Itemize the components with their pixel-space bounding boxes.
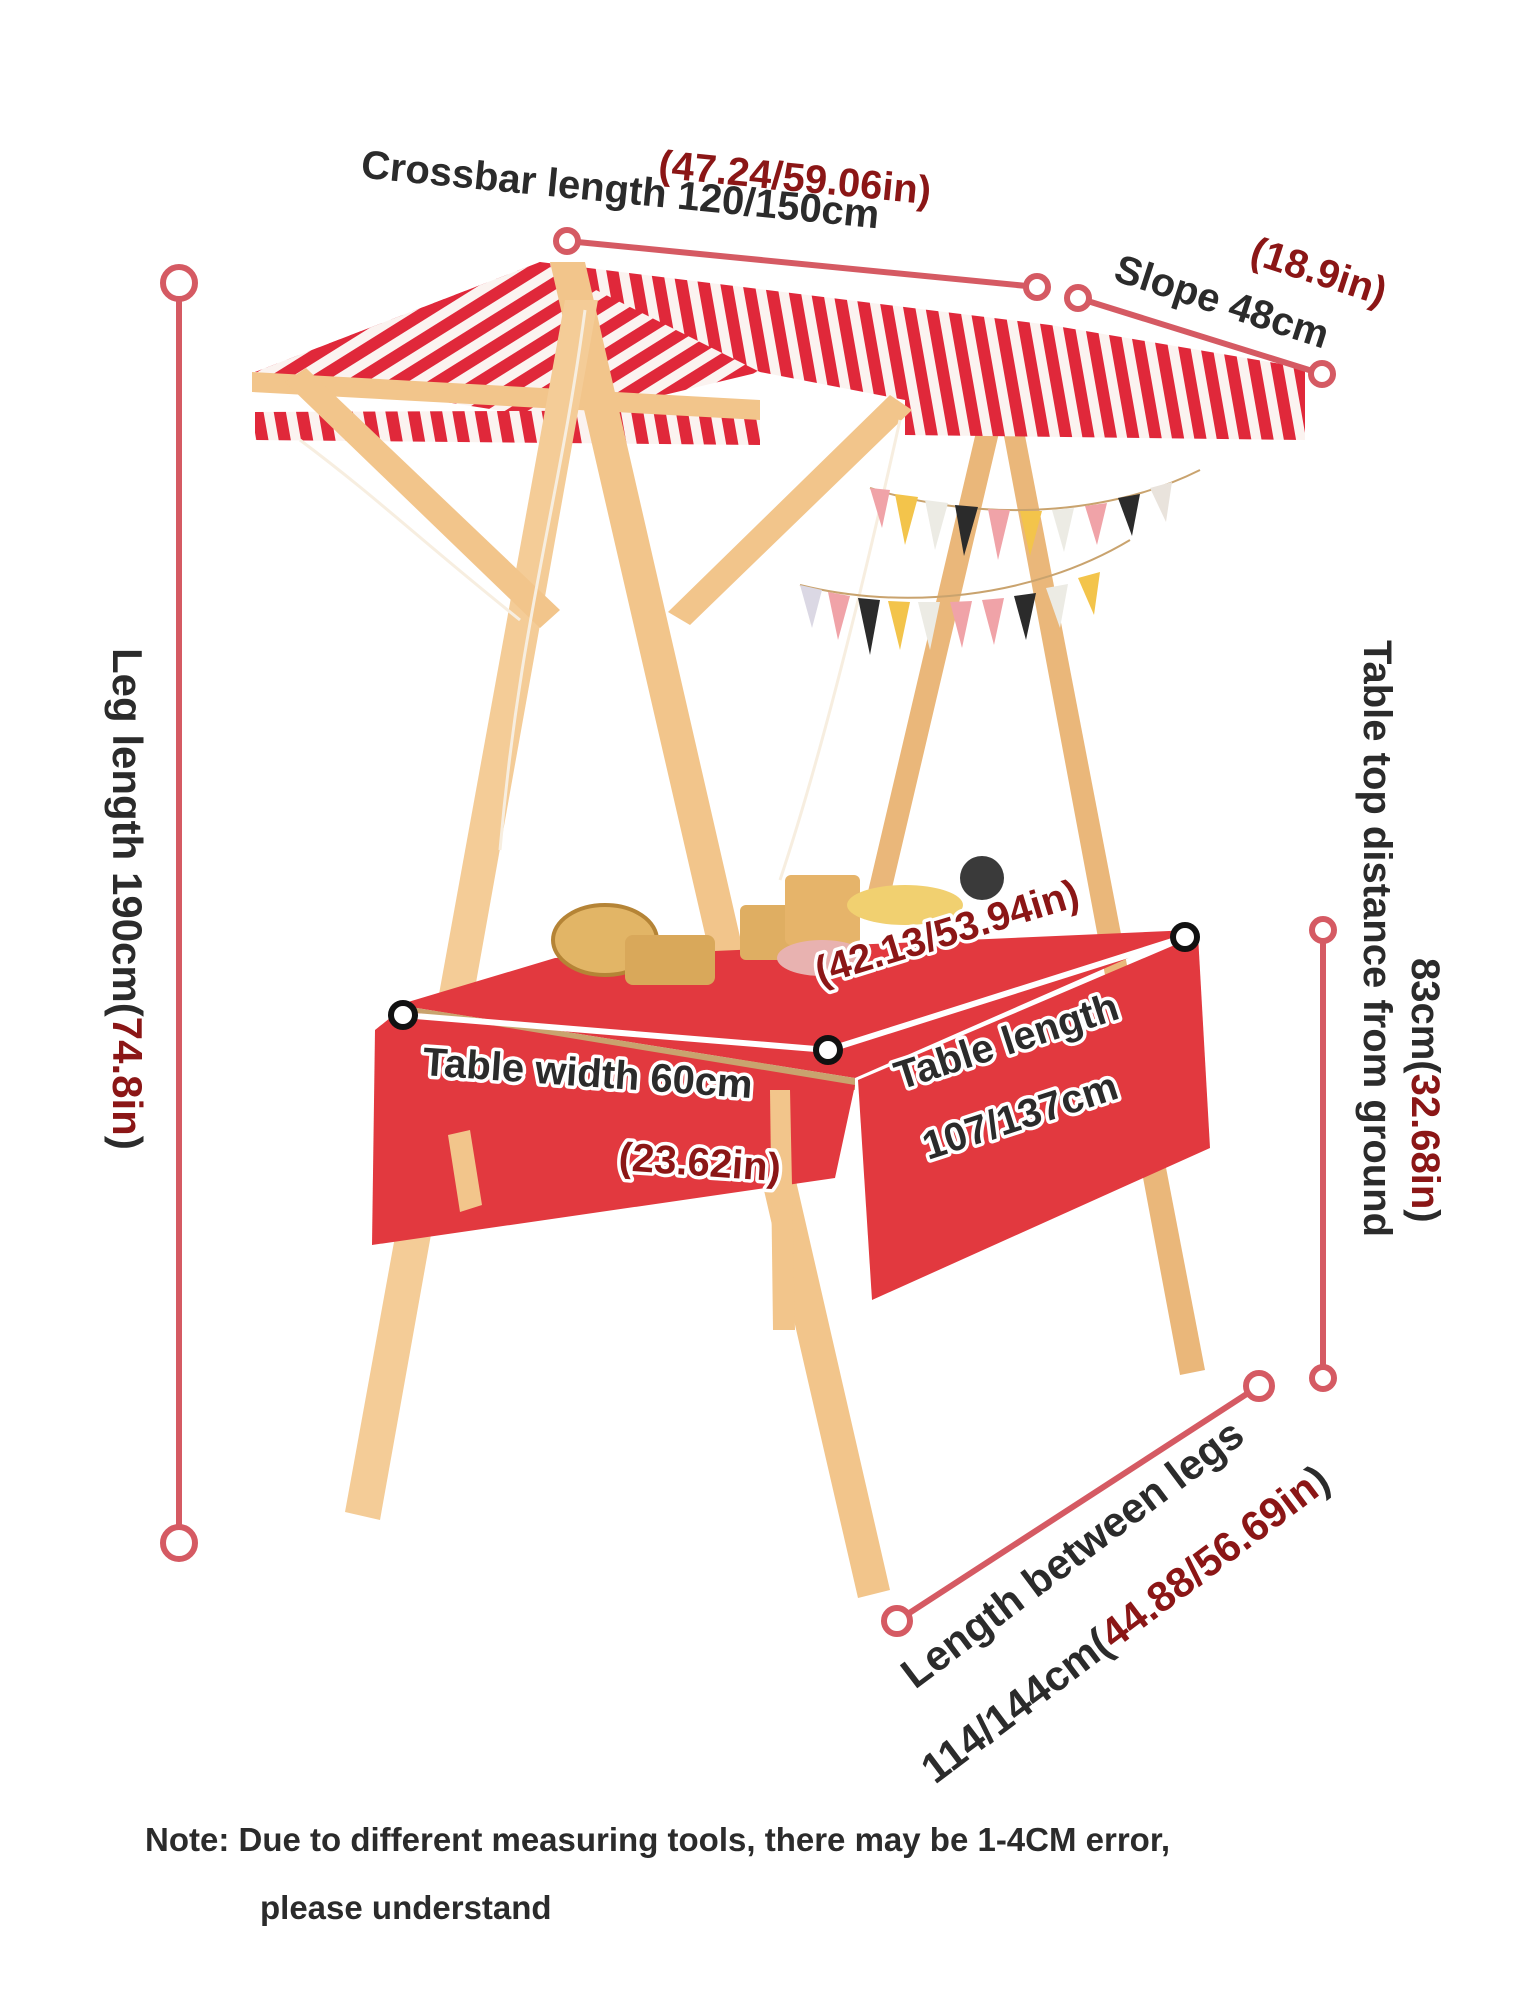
bunting-flags [799,469,1201,655]
measurement-lines [160,227,1337,1637]
measurement-note: Note: Due to different measuring tools, … [145,1815,1445,1933]
brace-right [668,395,912,625]
table-measure-lines [388,922,1200,1065]
note-line-2: please understand [260,1889,552,1926]
table-height-value-label: 83cm(32.68in) [1403,958,1447,1223]
table-height-inch: 32.68in [1403,1074,1447,1210]
awning-beam [252,372,760,420]
leg-measure-end [160,1524,198,1562]
stall-illustration [252,262,1305,1598]
lower-brace [448,1130,482,1212]
legs-between-measure-line [895,1383,1261,1624]
front-leg-back [550,262,890,1598]
crossbar-measure-start [553,227,581,255]
slope-label: (18.9in) Slope 48cm [1109,229,1392,357]
legs-between-label: Length between legs 114/144cm(44.88/56.6… [892,1410,1338,1793]
crossbar-measure-line [566,238,1038,290]
leg-measure-start [160,264,198,302]
table-height-measure-start [1309,916,1337,944]
legs-between-measure-start [881,1605,913,1637]
table-height-measure-end [1309,1364,1337,1392]
leg-length-text: Leg length 190cm( [104,648,151,1017]
awning-right-valance [905,362,1305,440]
table-width-measure-start [388,1000,418,1030]
back-leg-left [866,415,1002,905]
slope-measure-line [1077,295,1323,377]
leg-length-label: Leg length 190cm(74.8in) [104,648,151,1150]
legs-between-measure-end [1243,1370,1275,1402]
food-items [551,856,1004,985]
note-line-1: Note: Due to different measuring tools, … [145,1821,1171,1858]
leg-length-close: ) [104,1136,151,1150]
table-height-close: ) [1403,1209,1447,1222]
front-leg-front [345,300,598,1520]
brace-left [285,368,560,628]
table-skirt-right [858,935,1210,1300]
rear-support-leg [770,1090,795,1330]
slope-measure-end [1308,360,1336,388]
awning-front-valance [255,410,760,445]
leg-length-inch: 74.8in [104,1017,151,1136]
table-length-measure-end [1170,922,1200,952]
crossbar-label: (47.24/59.06in) Crossbar length 120/150c… [359,143,933,238]
slope-measure-start [1064,284,1092,312]
table-height-title-label: Table top distance from ground [1355,640,1399,1237]
crossbar-measure-end [1023,273,1051,301]
table-height-value: 83cm( [1403,958,1447,1074]
table-measure-corner [813,1035,843,1065]
table-skirt-left [372,1010,855,1245]
